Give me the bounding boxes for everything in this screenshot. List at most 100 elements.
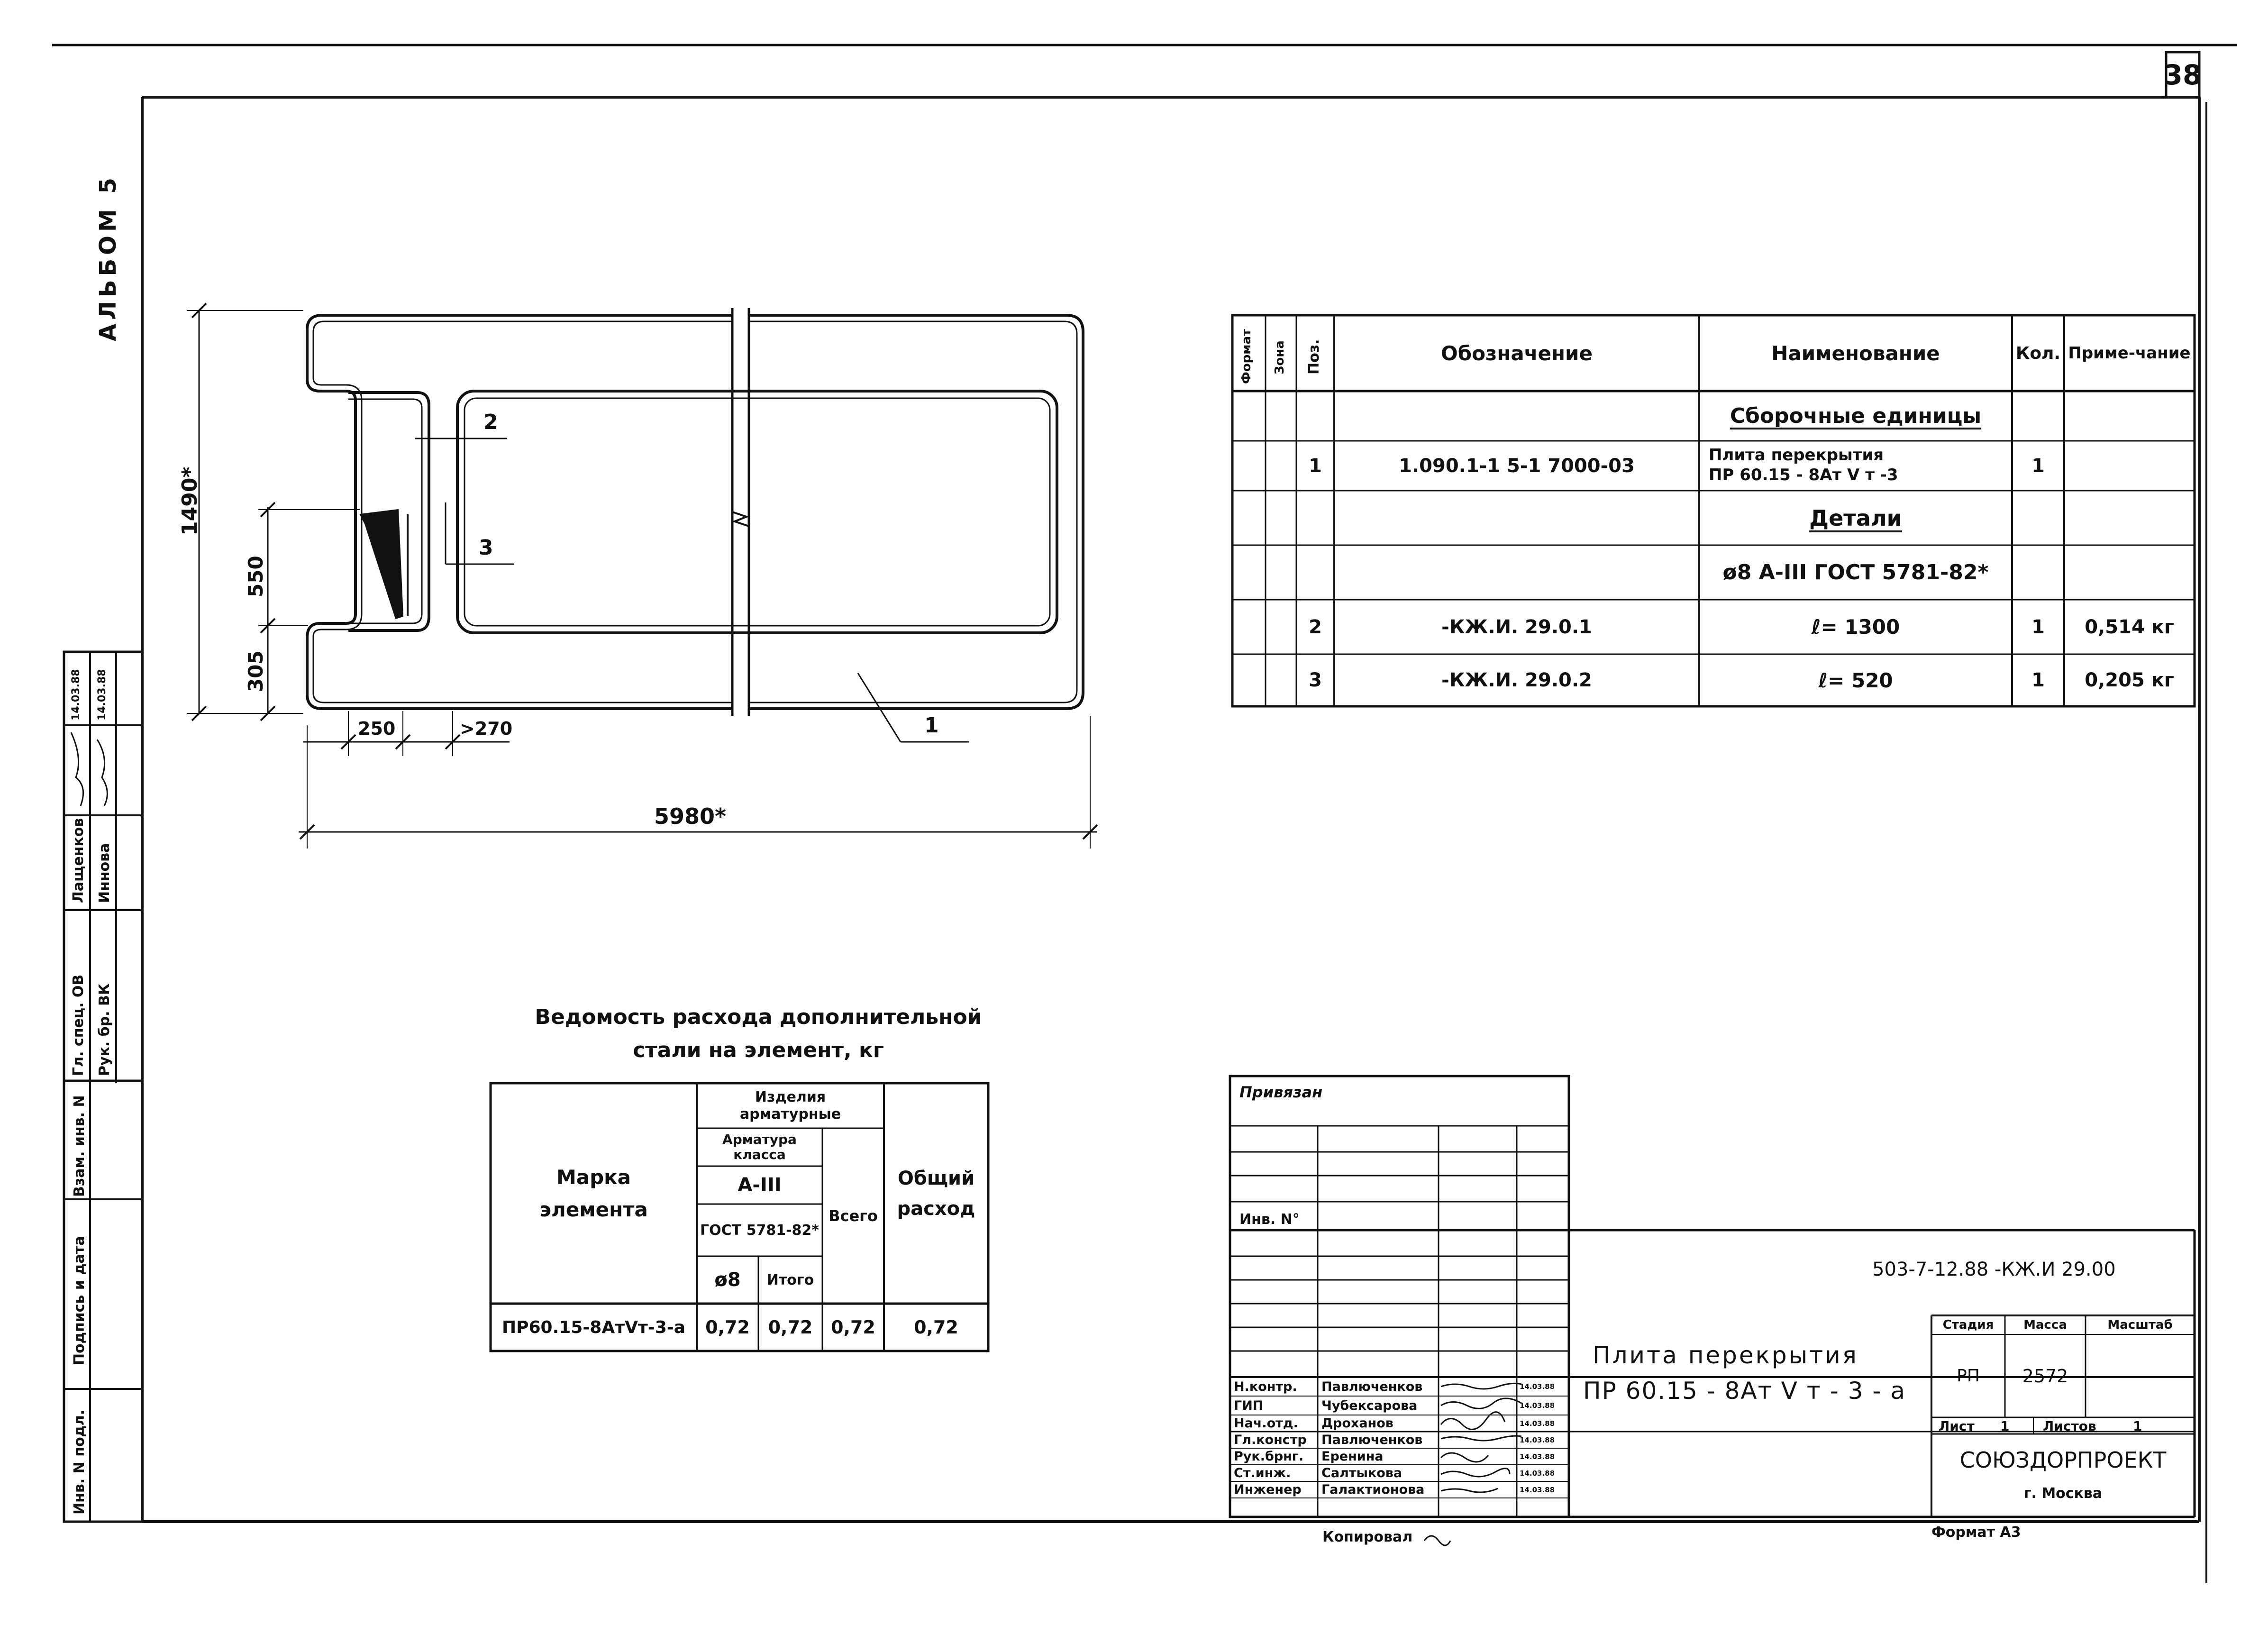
staff-date: 14.03.88 [1520,1401,1555,1410]
staff-name: Чубексарова [1321,1398,1418,1413]
album-label: АЛЬБОМ 5 [95,174,121,341]
spec-row3-qty: 1 [2031,669,2045,691]
steel-h-a3: А-III [738,1174,782,1196]
sheets-number: 1 [2133,1418,2142,1434]
side-name-1: Лащенков [70,818,87,903]
spec-row3-note: 0,205 кг [2085,669,2174,691]
stage-header: Стадия [1942,1318,1994,1332]
steel-h-total: Общий расход [897,1167,975,1220]
spec-material: ø8 А-III ГОСТ 5781-82* [1722,560,1989,584]
steel-h-gost: ГОСТ 5781-82* [700,1222,819,1239]
organization: СОЮЗДОРПРОЕКТ [1959,1447,2167,1473]
spec-row1-qty: 1 [2031,455,2045,477]
staff-date: 14.03.88 [1520,1419,1555,1428]
side-label-podpis: Подпись и дата [71,1236,88,1365]
steel-h-mark: Марка элемента [539,1166,648,1221]
copied-label: Копировал [1322,1529,1413,1545]
city: г. Москва [2023,1485,2103,1502]
staff-name: Еренина [1321,1449,1384,1464]
spec-row3-name: ℓ= 520 [1818,668,1893,692]
dim-305: 305 [244,650,267,692]
staff-date: 14.03.88 [1520,1435,1555,1444]
steel-h-products: Изделия арматурные [739,1088,841,1123]
steel-title-1: Ведомость расхода дополнительной [535,1004,982,1029]
spec-h-designation: Обозначение [1441,341,1593,365]
spec-h-format: Формат [1239,329,1254,384]
mass-header: Масса [2023,1318,2067,1332]
steel-title-2: стали на элемент, кг [633,1038,884,1062]
steel-h-vsego: Всего [829,1207,878,1225]
spec-section-details: Детали [1809,505,1902,531]
inv-label: Инв. N° [1239,1211,1300,1228]
staff-name: Салтыкова [1321,1466,1403,1480]
staff-role: Н.контр. [1234,1379,1297,1394]
sheets-label: Листов [2043,1418,2096,1434]
spec-h-pos: Поз. [1306,339,1322,374]
spec-h-note: Приме-чание [2068,343,2191,363]
side-role-1: Гл. спец. ОВ [70,974,87,1076]
staff-role: Рук.брнг. [1234,1449,1304,1464]
side-date-2: 14.03.88 [96,669,108,721]
callout-1: 1 [924,713,939,738]
dim-270: >270 [460,718,513,739]
spec-row3-pos: 3 [1309,669,1322,691]
staff-role: Гл.констр [1234,1433,1307,1447]
staff-role: Нач.отд. [1234,1416,1298,1431]
staff-date: 14.03.88 [1520,1485,1555,1494]
staff-date: 14.03.88 [1520,1382,1555,1391]
signature-scribbles [70,732,1522,1546]
spec-row2-pos: 2 [1309,616,1322,638]
page-number: 38 [2163,58,2202,91]
steel-row-total: 0,72 [914,1317,958,1338]
format-note: Формат А3 [1931,1524,2021,1541]
dim-250: 250 [358,718,396,739]
side-label-inv: Инв. N подл. [71,1409,88,1515]
steel-row-mark: ПР60.15-8АтVт-3-а [501,1317,686,1337]
staff-date: 14.03.88 [1520,1469,1555,1478]
spec-row2-name: ℓ= 1300 [1811,615,1900,639]
dim-length: 5980* [654,803,727,829]
staff-name: Галактионова [1321,1482,1425,1497]
steel-row-itogo: 0,72 [768,1317,813,1338]
staff-name: Павлюченков [1321,1433,1423,1447]
staff-name: Дроханов [1321,1416,1394,1431]
callout-2: 2 [483,410,498,434]
steel-h-class: Арматура класса [722,1131,797,1162]
staff-name: Павлюченков [1321,1379,1423,1394]
spec-h-zone: Зона [1273,340,1287,374]
steel-h-itogo: Итого [766,1271,814,1288]
staff-role: ГИП [1234,1398,1264,1413]
sheet-number: 1 [2000,1418,2010,1434]
document-code: 503-7-12.88 -КЖ.И 29.00 [1872,1259,2116,1280]
spec-row1-name-2: ПР 60.15 - 8Ат V т -3 [1709,466,1898,484]
scale-header: Масштаб [2107,1318,2173,1332]
side-role-2: Рук. бр. ВК [96,983,113,1076]
dim-width: 1490* [178,466,202,536]
spec-row1-name-1: Плита перекрытия [1709,446,1884,465]
spec-row2-qty: 1 [2031,616,2045,638]
title-line-2: ПР 60.15 - 8Ат V т - 3 - а [1583,1377,1906,1405]
sheet-label: Лист [1939,1418,1975,1434]
spec-h-qty: Кол. [2015,343,2061,363]
dim-550: 550 [244,556,267,597]
side-name-2: Иннова [96,843,113,903]
side-date-1: 14.03.88 [70,669,82,721]
side-label-vzam: Взам. инв. N [71,1095,88,1197]
spec-row2-designation: -КЖ.И. 29.0.1 [1441,616,1592,638]
staff-role: Ст.инж. [1234,1466,1291,1480]
stage-value: РП [1957,1366,1980,1386]
spec-h-name: Наименование [1771,341,1940,365]
spec-row1-pos: 1 [1309,455,1322,477]
staff-date: 14.03.88 [1520,1452,1555,1461]
staff-role: Инженер [1234,1482,1302,1497]
bind-label: Привязан [1239,1083,1323,1101]
title-line-1: Плита перекрытия [1593,1342,1858,1369]
steel-row-vsego: 0,72 [831,1317,875,1338]
spec-section-assembly: Сборочные единицы [1730,404,1982,428]
spec-row2-note: 0,514 кг [2085,616,2174,638]
spec-row1-designation: 1.090.1-1 5-1 7000-03 [1399,455,1635,477]
mass-value: 2572 [2022,1365,2068,1387]
callout-3: 3 [479,536,493,560]
steel-h-d8: ø8 [714,1269,741,1291]
